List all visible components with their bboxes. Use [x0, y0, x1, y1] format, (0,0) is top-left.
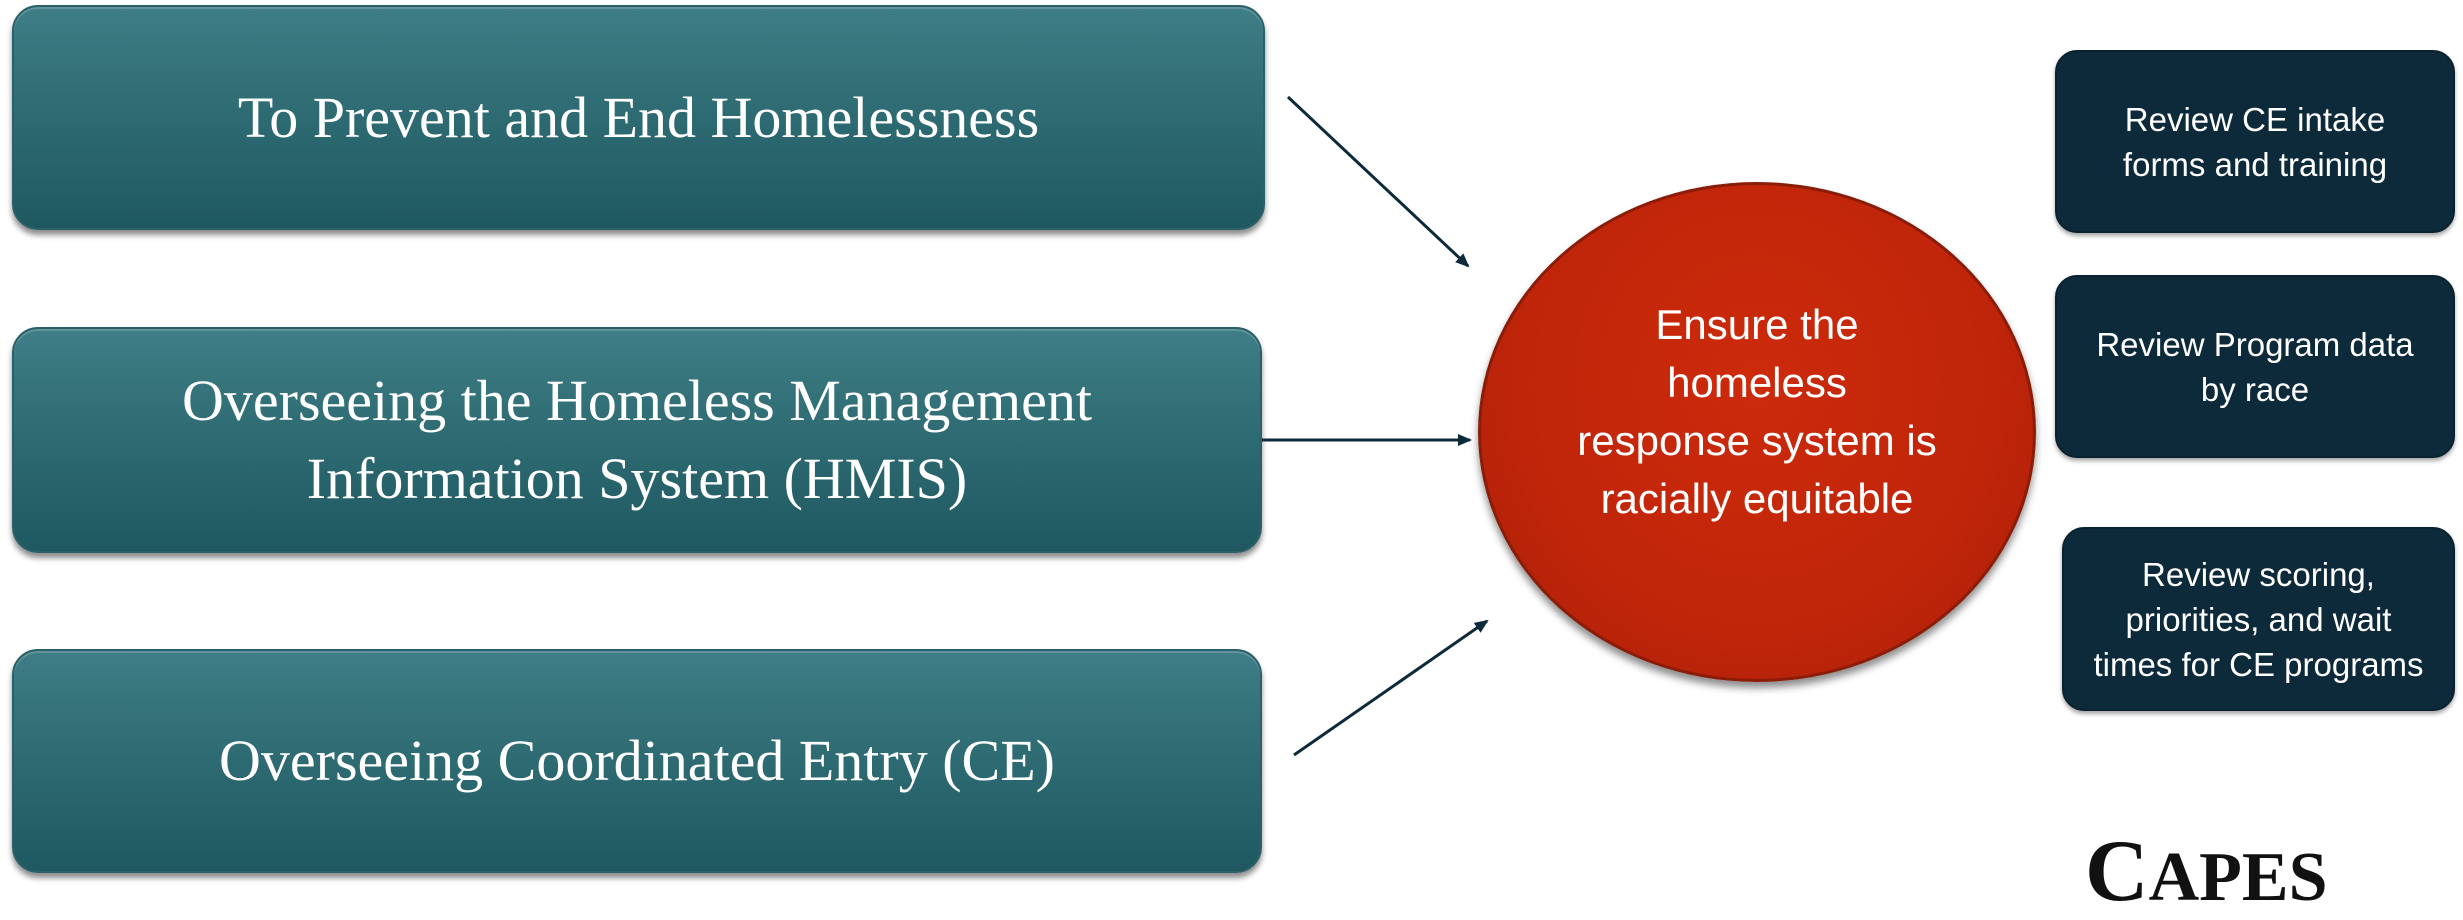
logo-rest: APES	[2148, 839, 2328, 916]
action-box-review-scoring: Review scoring, priorities, and wait tim…	[2062, 527, 2455, 711]
cares-logo: CAPES	[2085, 828, 2328, 916]
arrow-bottom	[1293, 619, 1489, 757]
action-box-label: Review scoring, priorities, and wait tim…	[2093, 555, 2424, 683]
logo-initial: C	[2085, 823, 2149, 920]
outcome-circle-label: Ensure the homeless response system is r…	[1577, 301, 1937, 522]
goal-box-prevent-end-homelessness: To Prevent and End Homelessness	[12, 5, 1265, 230]
outcome-circle: Ensure the homeless response system is r…	[1478, 182, 2036, 682]
goal-box-overseeing-ce: Overseeing Coordinated Entry (CE)	[12, 649, 1262, 873]
goal-box-overseeing-hmis: Overseeing the Homeless Management Infor…	[12, 327, 1262, 553]
action-box-review-ce-intake: Review CE intake forms and training	[2055, 50, 2455, 233]
goal-box-label: Overseeing the Homeless Management Infor…	[182, 368, 1092, 511]
action-box-review-program-data: Review Program data by race	[2055, 275, 2455, 458]
action-box-label: Review CE intake forms and training	[2122, 100, 2388, 183]
goal-box-label: Overseeing Coordinated Entry (CE)	[219, 728, 1055, 793]
action-box-label: Review Program data by race	[2096, 325, 2414, 408]
arrow-top	[1286, 95, 1470, 268]
goal-box-label: To Prevent and End Homelessness	[237, 84, 1040, 150]
